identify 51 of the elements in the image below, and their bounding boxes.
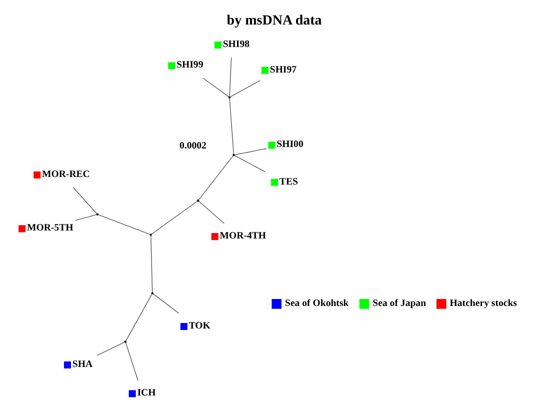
legend-label: Sea of Okohtsk: [285, 298, 349, 309]
legend-label: Hatchery stocks: [450, 298, 518, 309]
node-point: [124, 340, 127, 343]
node-label: ICH: [137, 388, 156, 399]
connector: [202, 78, 230, 98]
node-point: [232, 154, 235, 156]
connector: [125, 342, 138, 381]
node-label: MOR-REC: [42, 168, 90, 180]
connector: [150, 235, 153, 293]
connector: [152, 293, 180, 314]
connector: [229, 57, 232, 97]
connector: [198, 155, 234, 200]
node-label: SHA: [72, 358, 93, 370]
connector: [198, 200, 225, 224]
node-label: SHI00: [276, 139, 304, 150]
connector: [229, 98, 234, 155]
node-box: [34, 171, 41, 178]
node-box: [214, 42, 222, 49]
connector: [98, 214, 150, 235]
node-box: [261, 66, 268, 74]
connector: [234, 148, 268, 156]
diagram-title: by msDNA data: [226, 13, 322, 28]
node-label: MOR-5TH: [26, 222, 74, 234]
connector: [230, 80, 260, 98]
node-label: SHI99: [176, 60, 204, 71]
node-box: [211, 233, 218, 240]
node-point: [150, 234, 152, 236]
node-box: [271, 178, 278, 186]
node-box: [128, 390, 136, 398]
connector: [72, 187, 98, 214]
node-label: TOK: [188, 320, 210, 332]
connector: [74, 214, 97, 221]
node-label: SHI97: [270, 64, 297, 76]
node-label: TES: [279, 176, 298, 188]
node-point: [228, 96, 231, 98]
node-box: [18, 225, 26, 232]
node-box: [180, 322, 188, 330]
node-label: SHI98: [222, 38, 250, 50]
connector: [234, 155, 266, 172]
node-point: [96, 213, 99, 216]
connector: [126, 294, 152, 342]
legend-label: Sea of Japan: [372, 298, 426, 309]
connector: [151, 200, 198, 234]
connector: [96, 342, 125, 356]
node-point: [151, 292, 154, 294]
node-box: [168, 62, 176, 70]
node-point: [197, 200, 200, 202]
node-label: MOR-4TH: [220, 230, 266, 242]
node-box: [64, 361, 71, 368]
node-box: [268, 142, 276, 149]
label: 0.0002: [179, 140, 206, 152]
